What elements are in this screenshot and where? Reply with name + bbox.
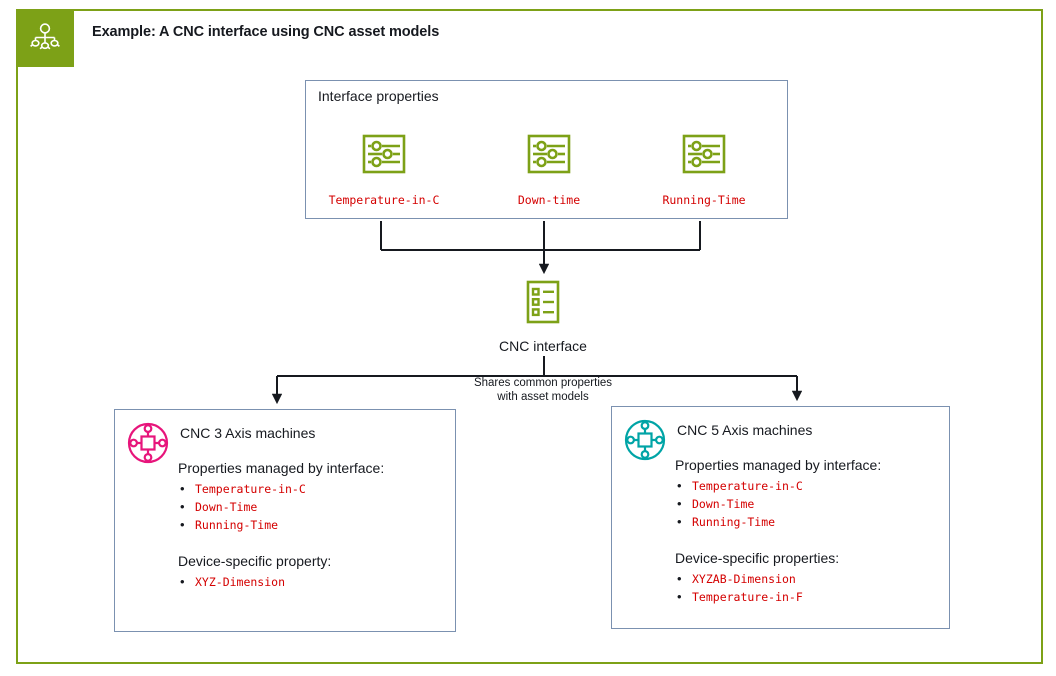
interface-property-temperature-in-c[interactable]: Temperature-in-C bbox=[304, 129, 464, 207]
cnc-interface-label: CNC interface bbox=[499, 338, 587, 354]
managed-properties-list: Temperature-in-C Down-Time Running-Time bbox=[675, 477, 881, 531]
asset-model-heading: CNC 3 Axis machines bbox=[180, 425, 316, 441]
caption-line-2: with asset models bbox=[497, 391, 589, 403]
device-specific-section: Device-specific properties: XYZAB-Dimens… bbox=[675, 550, 839, 606]
property-item: Temperature-in-F bbox=[675, 588, 839, 606]
cnc-interface-node[interactable]: CNC interface bbox=[463, 279, 623, 354]
property-item: Down-Time bbox=[675, 495, 881, 513]
managed-properties-section: Properties managed by interface: Tempera… bbox=[675, 457, 881, 531]
asset-model-heading: CNC 5 Axis machines bbox=[677, 422, 813, 438]
device-specific-section: Device-specific property: XYZ-Dimension bbox=[178, 553, 331, 591]
interface-property-label: Temperature-in-C bbox=[328, 193, 440, 207]
property-sliders-icon bbox=[469, 129, 629, 184]
asset-model-card-cnc-3-axis[interactable]: CNC 3 Axis machines Properties managed b… bbox=[114, 409, 456, 632]
managed-properties-list: Temperature-in-C Down-Time Running-Time bbox=[178, 480, 384, 534]
interface-properties-title: Interface properties bbox=[318, 88, 439, 104]
property-item: Down-Time bbox=[178, 498, 384, 516]
property-item: Temperature-in-C bbox=[675, 477, 881, 495]
property-item: Running-Time bbox=[178, 516, 384, 534]
interface-property-running-time[interactable]: Running-Time bbox=[624, 129, 784, 207]
interface-list-icon bbox=[463, 279, 623, 332]
interface-property-label: Running-Time bbox=[662, 193, 746, 207]
asset-model-icon bbox=[127, 422, 169, 469]
device-specific-title: Device-specific property: bbox=[178, 553, 332, 569]
managed-properties-section: Properties managed by interface: Tempera… bbox=[178, 460, 384, 534]
property-item: Temperature-in-C bbox=[178, 480, 384, 498]
interface-property-down-time[interactable]: Down-time bbox=[469, 129, 629, 207]
asset-model-icon bbox=[624, 419, 666, 466]
shares-properties-caption: Shares common properties with asset mode… bbox=[431, 376, 655, 404]
property-item: Running-Time bbox=[675, 513, 881, 531]
property-sliders-icon bbox=[304, 129, 464, 184]
interface-properties-panel: Interface properties Temperature-in-C bbox=[305, 80, 788, 219]
device-specific-title: Device-specific properties: bbox=[675, 550, 840, 566]
page-title: Example: A CNC interface using CNC asset… bbox=[92, 24, 440, 40]
caption-line-1: Shares common properties bbox=[473, 377, 613, 389]
device-specific-list: XYZAB-Dimension Temperature-in-F bbox=[675, 570, 839, 606]
property-sliders-icon bbox=[624, 129, 784, 184]
asset-hierarchy-icon bbox=[30, 23, 60, 50]
managed-properties-title: Properties managed by interface: bbox=[178, 460, 385, 476]
managed-properties-title: Properties managed by interface: bbox=[675, 457, 882, 473]
asset-hierarchy-badge bbox=[16, 9, 74, 67]
property-item: XYZAB-Dimension bbox=[675, 570, 839, 588]
property-item: XYZ-Dimension bbox=[178, 573, 331, 591]
asset-model-card-cnc-5-axis[interactable]: CNC 5 Axis machines Properties managed b… bbox=[611, 406, 950, 629]
interface-property-label: Down-time bbox=[517, 193, 581, 207]
device-specific-list: XYZ-Dimension bbox=[178, 573, 331, 591]
